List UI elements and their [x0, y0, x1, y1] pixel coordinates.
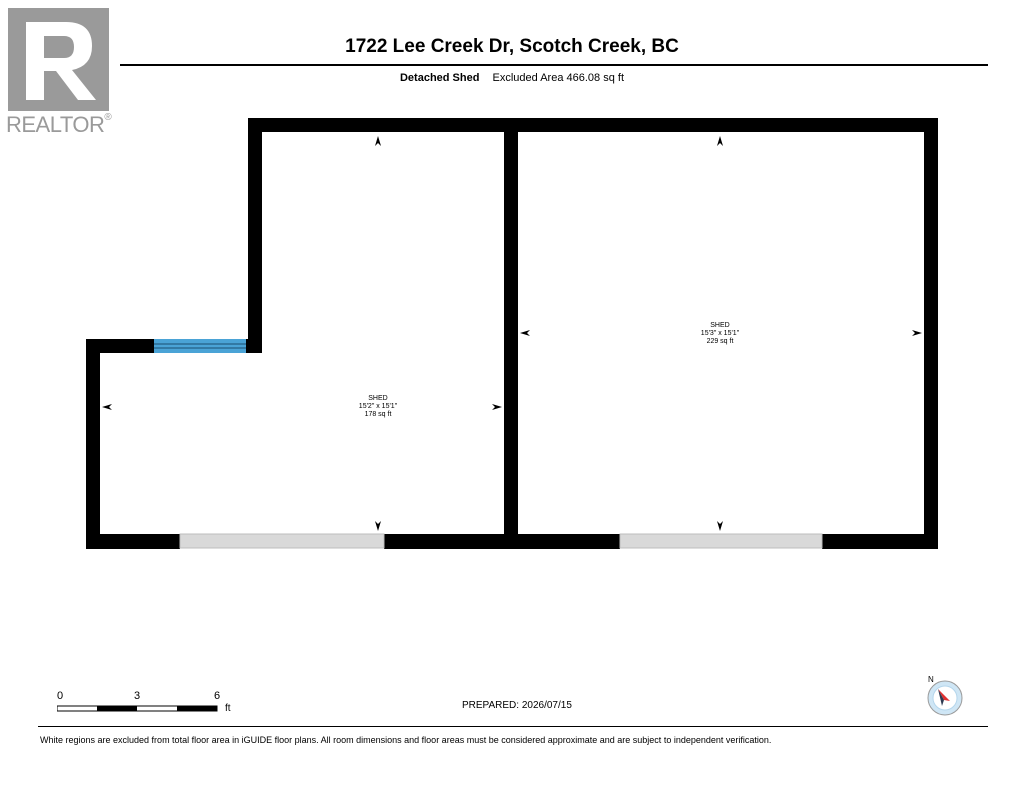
scale-label-6: 6 — [214, 690, 221, 702]
wall-right — [924, 118, 938, 549]
scale-label-0: 0 — [57, 690, 64, 702]
door-left — [179, 533, 385, 549]
arrow-left-icon — [520, 330, 530, 336]
excluded-area: Excluded Area 466.08 sq ft — [492, 72, 624, 84]
wall-partition — [504, 118, 518, 549]
room-label-shed-2: SHED 15'3" x 15'1" 229 sq ft — [660, 322, 780, 346]
wall-step-end — [246, 339, 262, 353]
arrow-up-icon — [375, 136, 381, 146]
arrow-down-icon — [375, 521, 381, 531]
arrow-down-icon — [717, 521, 723, 531]
page-subtitle: Detached Shed Excluded Area 466.08 sq ft — [0, 72, 1024, 84]
building-name: Detached Shed — [399, 72, 480, 84]
arrow-right-icon — [912, 330, 922, 336]
compass-icon — [927, 680, 963, 716]
door-right — [619, 533, 823, 549]
wall-bottom-1 — [86, 534, 180, 549]
wall-top — [248, 118, 938, 132]
wall-bottom-3 — [822, 534, 938, 549]
realtor-logo-text: REALTOR® — [6, 112, 112, 137]
wall-left-upper — [248, 118, 262, 353]
room-dimensions: 15'3" x 15'1" — [700, 330, 740, 337]
wall-bottom-2 — [384, 534, 620, 549]
window — [154, 339, 246, 353]
compass: N — [924, 675, 968, 725]
arrow-up-icon — [717, 136, 723, 146]
room-name: SHED — [368, 395, 388, 402]
header-divider — [120, 64, 988, 66]
room-area: 229 sq ft — [706, 338, 734, 345]
footer-divider — [38, 726, 988, 727]
wall-left-lower — [86, 339, 100, 549]
dimension-arrows — [102, 136, 922, 531]
disclaimer: White regions are excluded from total fl… — [40, 735, 772, 745]
wall-step — [86, 339, 154, 353]
room-area: 178 sq ft — [364, 411, 392, 418]
scale-bar-graphic — [57, 705, 218, 712]
realtor-logo-mark — [8, 8, 109, 111]
room-dimensions: 15'2" x 15'1" — [358, 403, 398, 410]
realtor-r-icon — [26, 22, 96, 100]
page-title: 1722 Lee Creek Dr, Scotch Creek, BC — [345, 36, 679, 57]
walls — [86, 118, 938, 549]
arrow-right-icon — [492, 404, 502, 410]
scale-label-3: 3 — [134, 690, 141, 702]
prepared-date: PREPARED: 2026/07/15 — [462, 700, 572, 711]
compass-north-label: N — [928, 675, 934, 684]
room-name: SHED — [710, 322, 730, 329]
room-label-shed-1: SHED 15'2" x 15'1" 178 sq ft — [318, 395, 438, 419]
arrow-left-icon — [102, 404, 112, 410]
scale-unit: ft — [225, 703, 231, 714]
